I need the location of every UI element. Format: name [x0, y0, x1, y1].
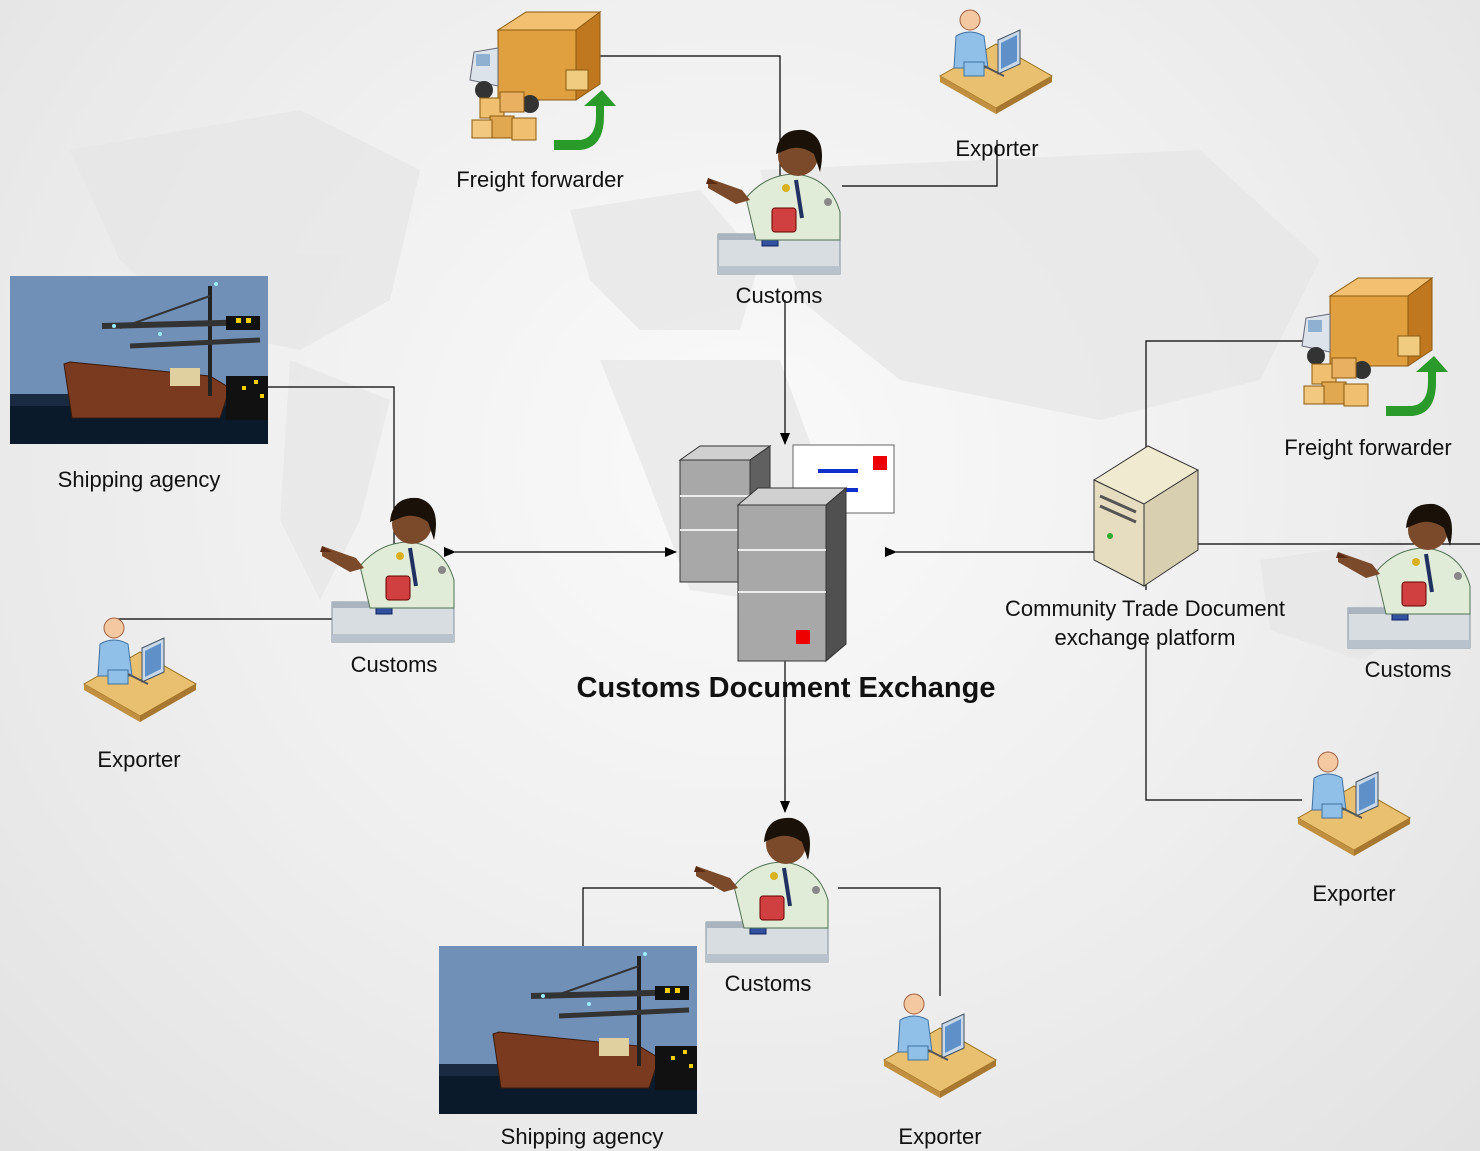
- exporter-top-icon: [939, 9, 1053, 115]
- link-shipping-left: [268, 386, 395, 550]
- label-customs-bottom: Customs: [724, 971, 812, 996]
- freight-forwarder-right-icon: [1301, 277, 1449, 417]
- label-customs-left: Customs: [350, 652, 438, 677]
- shipping-agency-left-icon: [10, 276, 268, 444]
- link-freight-top: [596, 55, 781, 180]
- label-customs-right: Customs: [1364, 657, 1452, 682]
- shipping-agency-bottom-icon: [439, 946, 697, 1114]
- label-community-platform: Community Trade Document exchange platfo…: [1005, 596, 1285, 650]
- label-freight-forwarder-top: Freight forwarder: [456, 167, 624, 192]
- link-shipping-bottom: [582, 887, 714, 946]
- exporter-left-icon: [83, 617, 197, 723]
- customs-bottom-icon: [692, 815, 830, 964]
- link-exporter-bottom: [838, 887, 941, 996]
- label-customs-top: Customs: [735, 283, 823, 308]
- link-exporter-top: [842, 140, 998, 187]
- label-freight-forwarder-right: Freight forwarder: [1284, 435, 1452, 460]
- label-exporter-bottom: Exporter: [898, 1124, 982, 1149]
- label-exporter-top: Exporter: [955, 136, 1039, 161]
- central-title: Customs Document Exchange: [576, 672, 996, 704]
- freight-forwarder-top-icon: [469, 11, 617, 151]
- label-shipping-agency-left: Shipping agency: [57, 467, 221, 492]
- label-exporter-right: Exporter: [1312, 881, 1396, 906]
- link-platform-exporter: [1145, 640, 1302, 801]
- exporter-bottom-icon: [883, 993, 997, 1099]
- label-exporter-left: Exporter: [97, 747, 181, 772]
- exporter-right-icon: [1297, 751, 1411, 857]
- central-server-icon: [678, 444, 895, 663]
- platform-server-icon: [1092, 445, 1200, 587]
- label-shipping-agency-bottom: Shipping agency: [500, 1124, 664, 1149]
- customs-top-icon: [704, 127, 842, 276]
